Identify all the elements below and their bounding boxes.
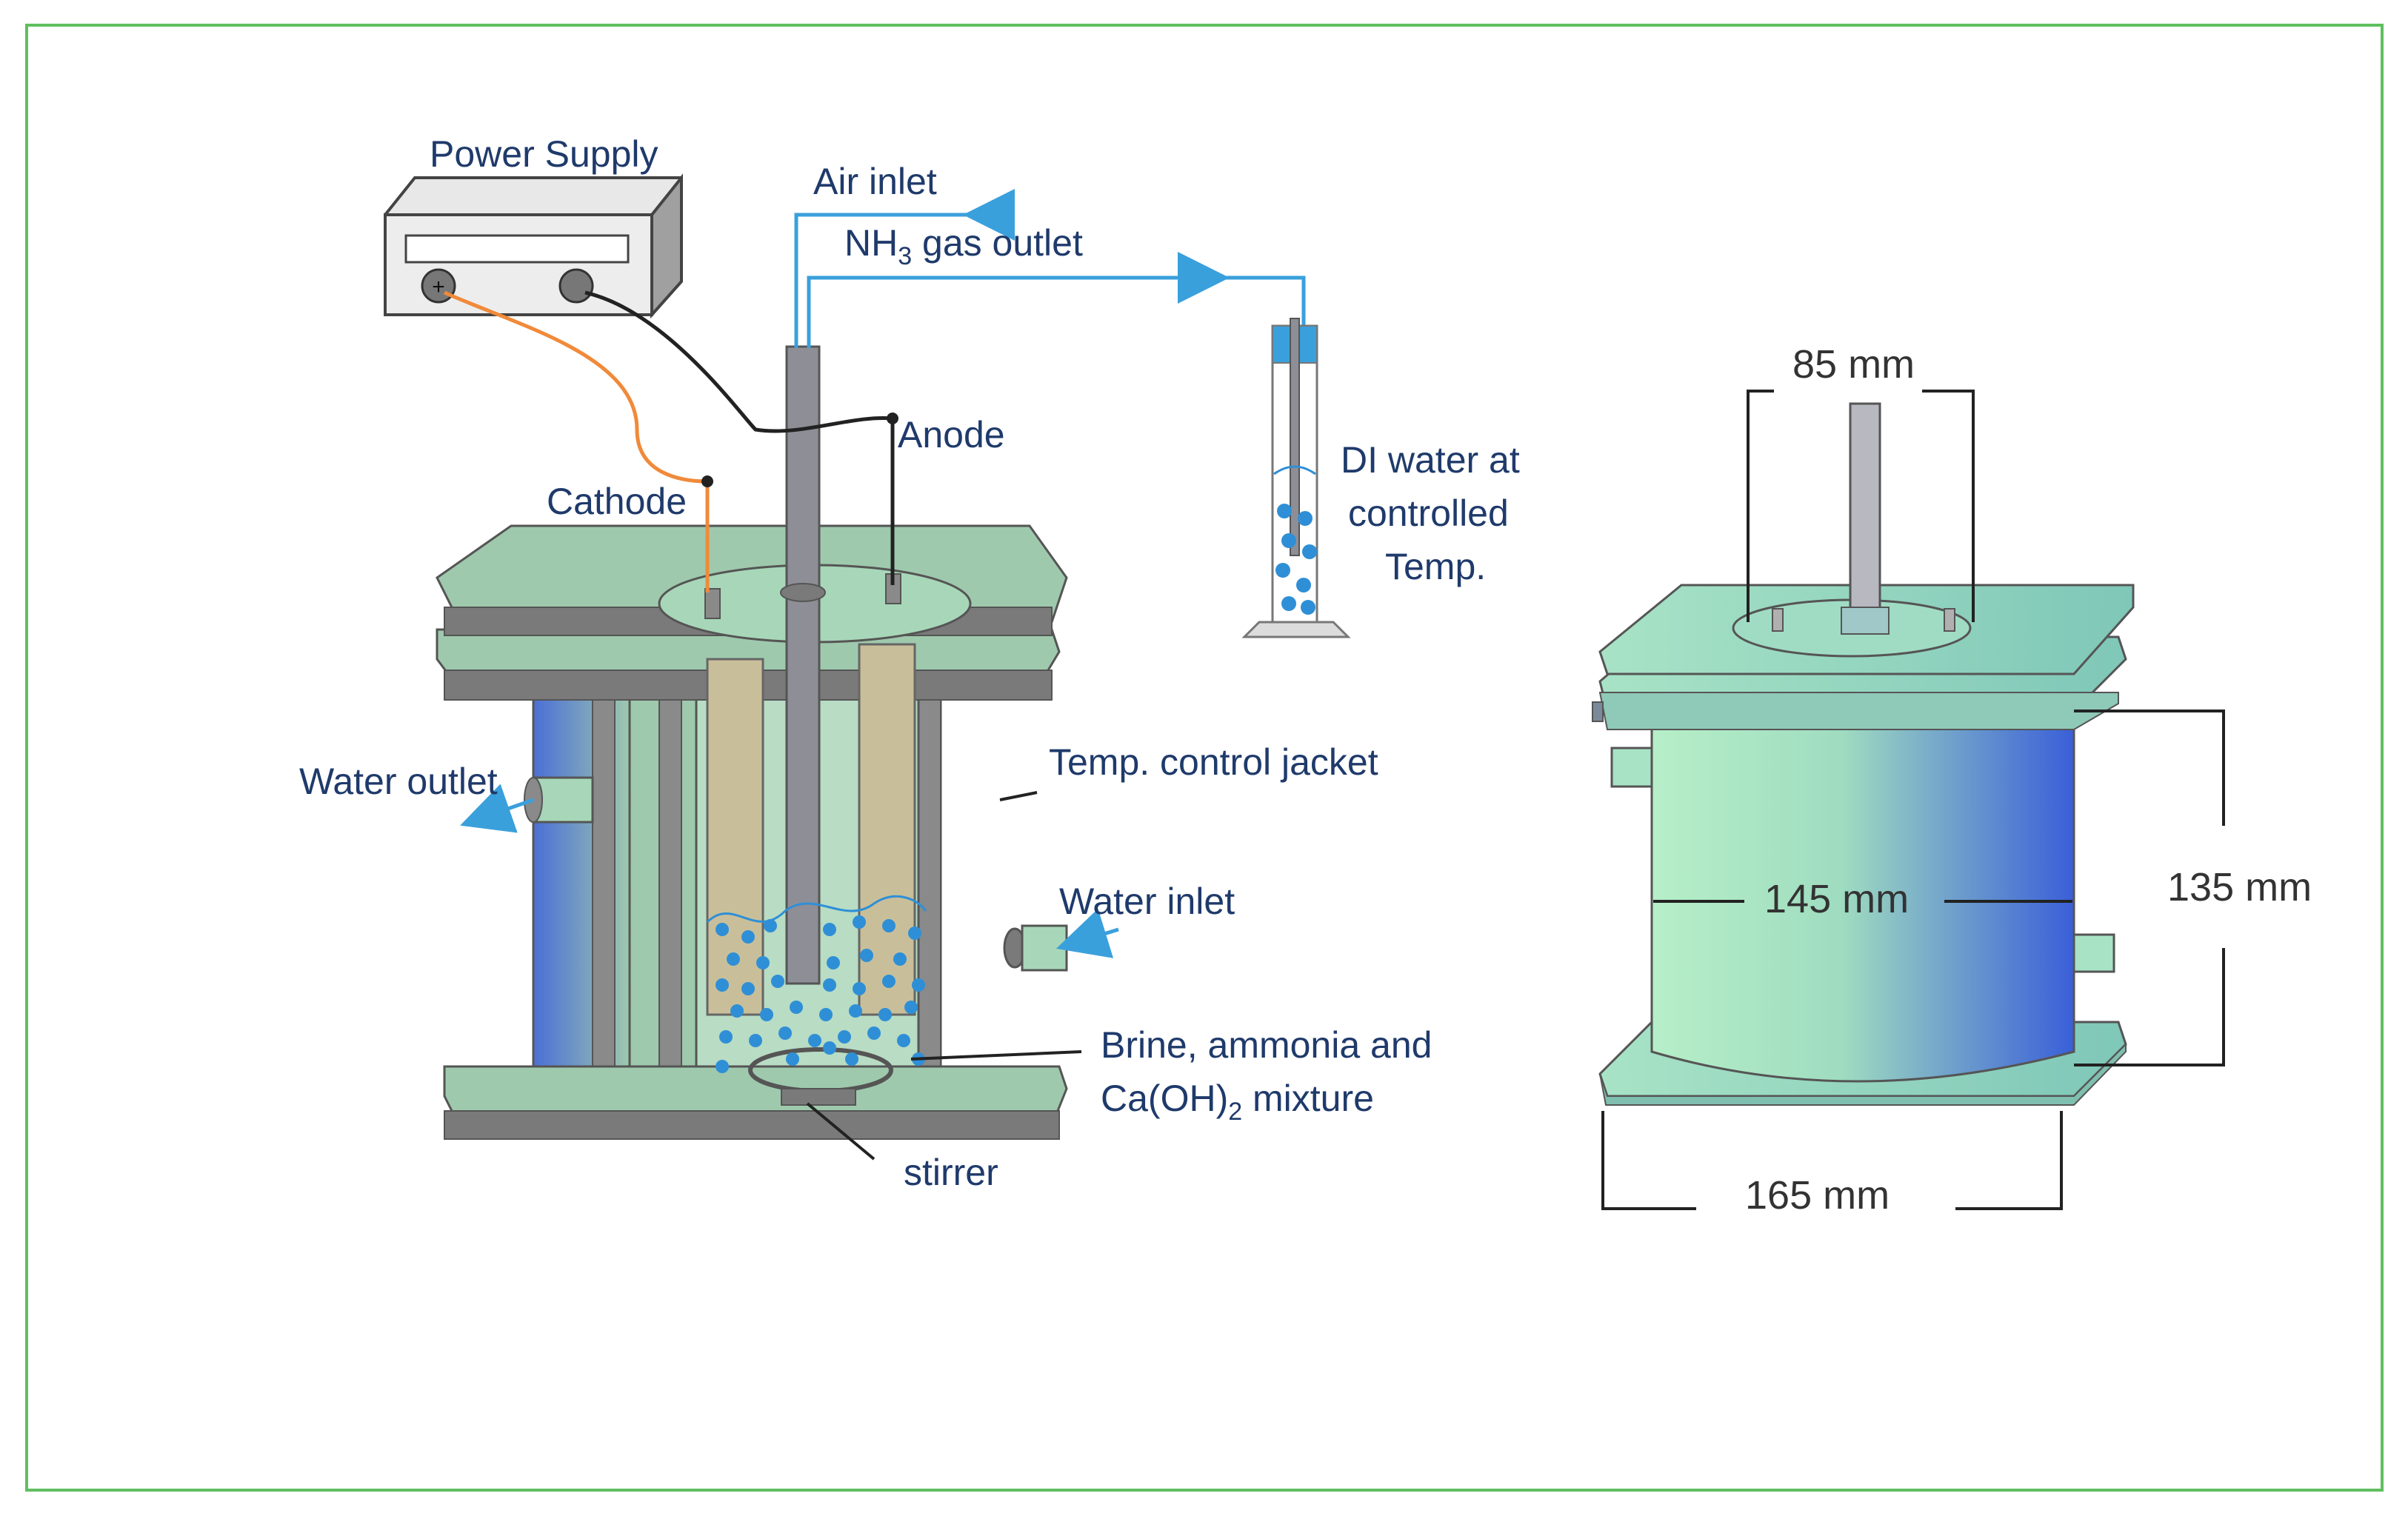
bubble bbox=[1277, 504, 1292, 518]
bubble bbox=[1281, 533, 1296, 548]
bubble bbox=[827, 956, 840, 969]
bubble bbox=[882, 975, 896, 988]
bubble bbox=[908, 927, 921, 940]
water-arrows bbox=[460, 784, 1119, 958]
label-water-outlet: Water outlet bbox=[299, 761, 498, 802]
dim-base-width: 165 mm bbox=[1745, 1173, 1890, 1218]
bubble bbox=[867, 1026, 881, 1040]
label-nh3-gas-outlet: NH3 gas outlet bbox=[844, 222, 1083, 270]
bubble bbox=[853, 982, 866, 995]
bubble bbox=[1281, 596, 1296, 611]
bubble bbox=[730, 1004, 744, 1018]
bubble bbox=[893, 952, 907, 966]
reactor-cutaway bbox=[436, 345, 1068, 1140]
bubble bbox=[719, 1030, 733, 1044]
wires bbox=[443, 290, 898, 592]
bubble bbox=[823, 923, 836, 936]
bubble bbox=[716, 1060, 729, 1073]
bubble bbox=[904, 1001, 918, 1014]
bubble bbox=[878, 1008, 892, 1021]
bubble bbox=[1298, 511, 1313, 526]
label-water-inlet: Water inlet bbox=[1059, 881, 1235, 922]
bubble bbox=[727, 952, 740, 966]
label-air-inlet: Air inlet bbox=[813, 161, 937, 202]
bubble bbox=[882, 919, 896, 932]
bubble bbox=[838, 1030, 851, 1044]
gas-pipes bbox=[794, 189, 1306, 348]
label-di-water-line3: Temp. bbox=[1385, 546, 1486, 587]
bubble bbox=[808, 1034, 821, 1047]
bubble bbox=[1301, 600, 1315, 615]
bubble bbox=[749, 1034, 762, 1047]
label-power-supply: Power Supply bbox=[430, 133, 658, 175]
bubble bbox=[897, 1034, 910, 1047]
bubble bbox=[860, 949, 873, 962]
label-cathode: Cathode bbox=[547, 481, 687, 522]
bubble bbox=[760, 1008, 773, 1021]
plus-terminal-symbol: + bbox=[432, 275, 445, 299]
label-temp-control-jacket: Temp. control jacket bbox=[1049, 741, 1378, 783]
bubble bbox=[716, 978, 729, 992]
bubble bbox=[1302, 544, 1317, 559]
bubble bbox=[771, 975, 784, 988]
bubbles-di-water bbox=[1275, 504, 1317, 615]
dim-top-inner: 85 mm bbox=[1792, 342, 1915, 387]
label-di-water-line1: DI water at bbox=[1341, 439, 1520, 481]
bubble bbox=[741, 982, 755, 995]
label-anode: Anode bbox=[898, 414, 1005, 455]
figure-frame bbox=[25, 24, 2384, 1492]
bubble bbox=[778, 1026, 792, 1040]
bubble bbox=[912, 978, 925, 992]
bubble bbox=[786, 1052, 799, 1066]
bubbles-mixture bbox=[716, 915, 925, 1073]
bubble bbox=[716, 923, 729, 936]
bubble bbox=[823, 978, 836, 992]
bubble bbox=[849, 1004, 862, 1018]
dim-body-width: 145 mm bbox=[1764, 877, 1909, 921]
label-di-water-line2: controlled bbox=[1348, 493, 1509, 534]
bubble bbox=[819, 1008, 833, 1021]
bubble bbox=[845, 1052, 858, 1066]
bubble bbox=[823, 1041, 836, 1055]
reactor-external bbox=[1592, 402, 2135, 1106]
dim-body-height: 135 mm bbox=[2167, 865, 2312, 909]
bubble bbox=[853, 915, 866, 929]
power-supply: + bbox=[384, 173, 683, 319]
bubble bbox=[741, 930, 755, 944]
bubble bbox=[1275, 563, 1290, 578]
di-water-tube bbox=[1241, 318, 1351, 638]
bubble bbox=[764, 919, 777, 932]
label-mixture-line2: Ca(OH)2 mixture bbox=[1101, 1078, 1374, 1126]
bubble bbox=[1296, 578, 1311, 592]
leader-lines bbox=[806, 791, 1082, 1161]
label-stirrer: stirrer bbox=[904, 1152, 998, 1193]
dimension-lines bbox=[1601, 390, 2225, 1210]
bubble bbox=[756, 956, 770, 969]
bubble bbox=[790, 1001, 803, 1014]
label-mixture-line1: Brine, ammonia and bbox=[1101, 1024, 1432, 1066]
